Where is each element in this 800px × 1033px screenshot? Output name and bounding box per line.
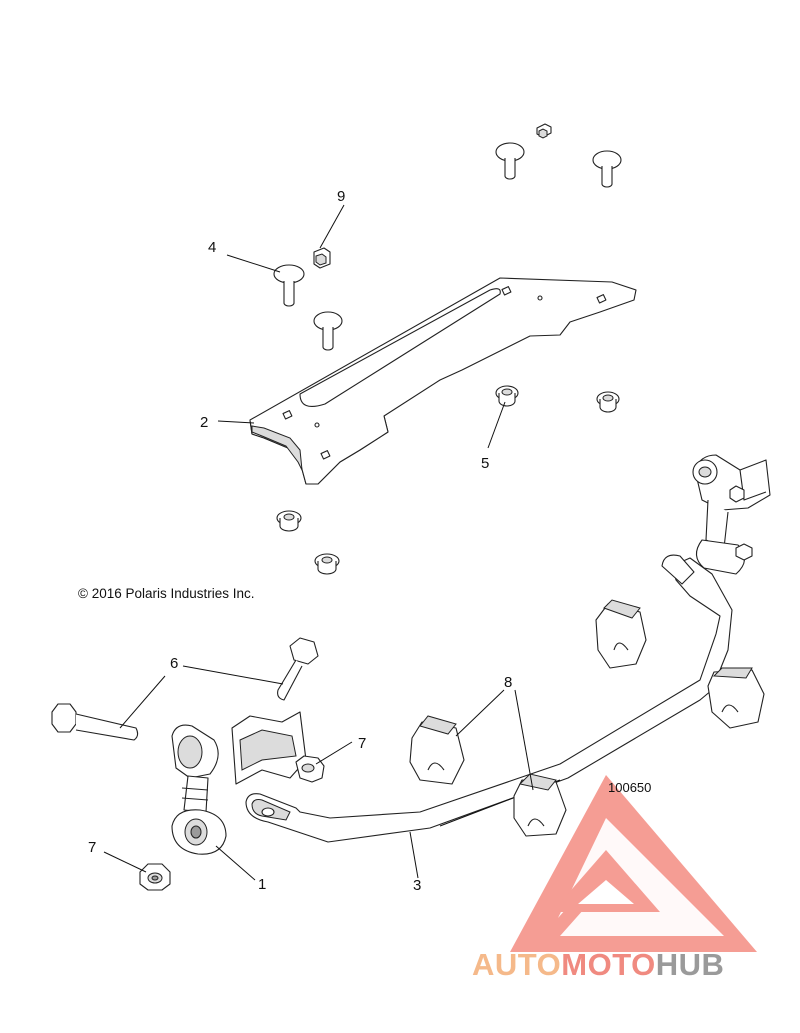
mounting-bracket-part-2: [249, 277, 637, 485]
bushing-part-8-d: [513, 773, 567, 837]
callout-3: 3: [413, 877, 421, 894]
flange-nut-right: [596, 391, 620, 413]
callout-6: 6: [170, 655, 178, 672]
watermark-hub: HUB: [656, 947, 725, 982]
bushing-part-8-b: [707, 667, 765, 729]
diagram-reference-number: 100650: [608, 780, 651, 795]
grease-fitting-top: [536, 123, 552, 139]
carriage-bolt-top-right: [592, 150, 622, 188]
bushing-part-8-a: [595, 599, 647, 669]
flange-nut-part-7-upper: [295, 755, 325, 783]
leader-lines: [103, 204, 534, 881]
flange-nut-part-7-lower: [139, 863, 171, 891]
bushing-part-8-c: [409, 715, 465, 785]
callout-2: 2: [200, 414, 208, 431]
watermark-wordmark: AUTOMOTOHUB: [472, 947, 724, 982]
flange-nut-part-5: [495, 385, 519, 407]
carriage-bolt-second: [313, 311, 343, 351]
callout-7-upper: 7: [358, 735, 366, 752]
flange-nut-left-2: [314, 553, 340, 575]
callout-9: 9: [337, 188, 345, 205]
flange-nut-left-1: [276, 510, 302, 532]
carriage-bolt-part-4: [273, 264, 305, 307]
end-link-right: [692, 454, 771, 575]
callout-5: 5: [481, 455, 489, 472]
end-link-part-1: [171, 724, 227, 855]
callout-1: 1: [258, 876, 266, 893]
flange-bolt-part-6-lower: [51, 703, 139, 741]
copyright-notice: © 2016 Polaris Industries Inc.: [78, 586, 255, 601]
callout-8: 8: [504, 674, 512, 691]
automotohub-logo: [510, 775, 757, 952]
callout-4: 4: [208, 239, 216, 256]
callout-7-lower: 7: [88, 839, 96, 856]
carriage-bolt-top-left: [495, 142, 525, 180]
grease-fitting-part-9: [313, 247, 331, 269]
watermark-moto: MOTO: [561, 947, 655, 982]
flange-bolt-part-6-upper: [277, 637, 319, 701]
watermark-auto: AUTO: [472, 947, 561, 982]
stabilizer-bar-part-3: [245, 554, 733, 843]
callout-labels: 1 2 3 4 5 6 7 7 8 9: [88, 188, 512, 894]
frame-bracket: [231, 711, 307, 785]
